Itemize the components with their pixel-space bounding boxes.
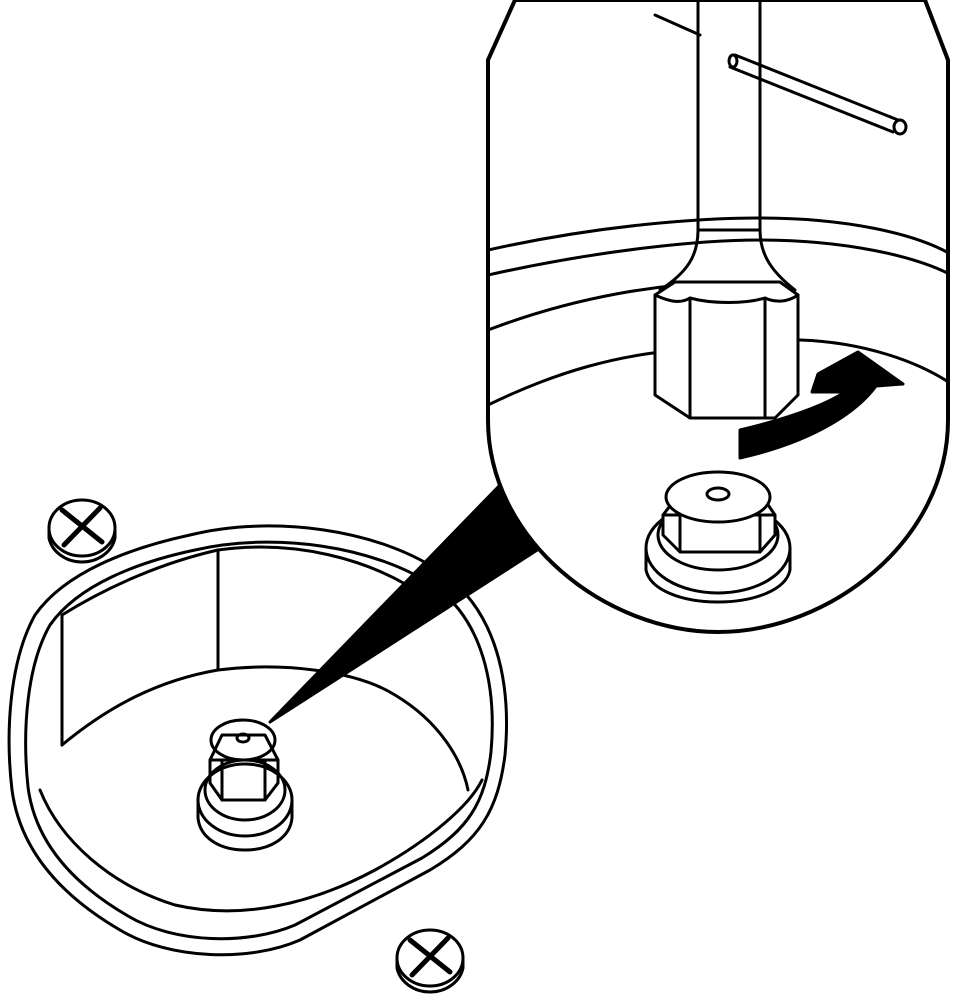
callout-nut <box>644 470 792 604</box>
tray-floor-inner <box>38 778 484 913</box>
callout-nut-hole <box>705 486 731 502</box>
detail-callout <box>486 0 950 634</box>
rod <box>727 53 908 136</box>
tray-floor-edge <box>60 665 470 792</box>
screw-head-top-left <box>47 498 117 564</box>
cross-slot-b <box>409 935 451 978</box>
nut-hole <box>235 732 251 744</box>
screw-head-bottom <box>395 928 465 994</box>
center-nut <box>196 718 294 852</box>
nut-hex <box>208 733 280 802</box>
nut-top <box>209 718 277 762</box>
rotation-arrow <box>738 350 905 460</box>
socket-wrench <box>653 0 800 420</box>
cross-slot-b <box>61 505 103 548</box>
